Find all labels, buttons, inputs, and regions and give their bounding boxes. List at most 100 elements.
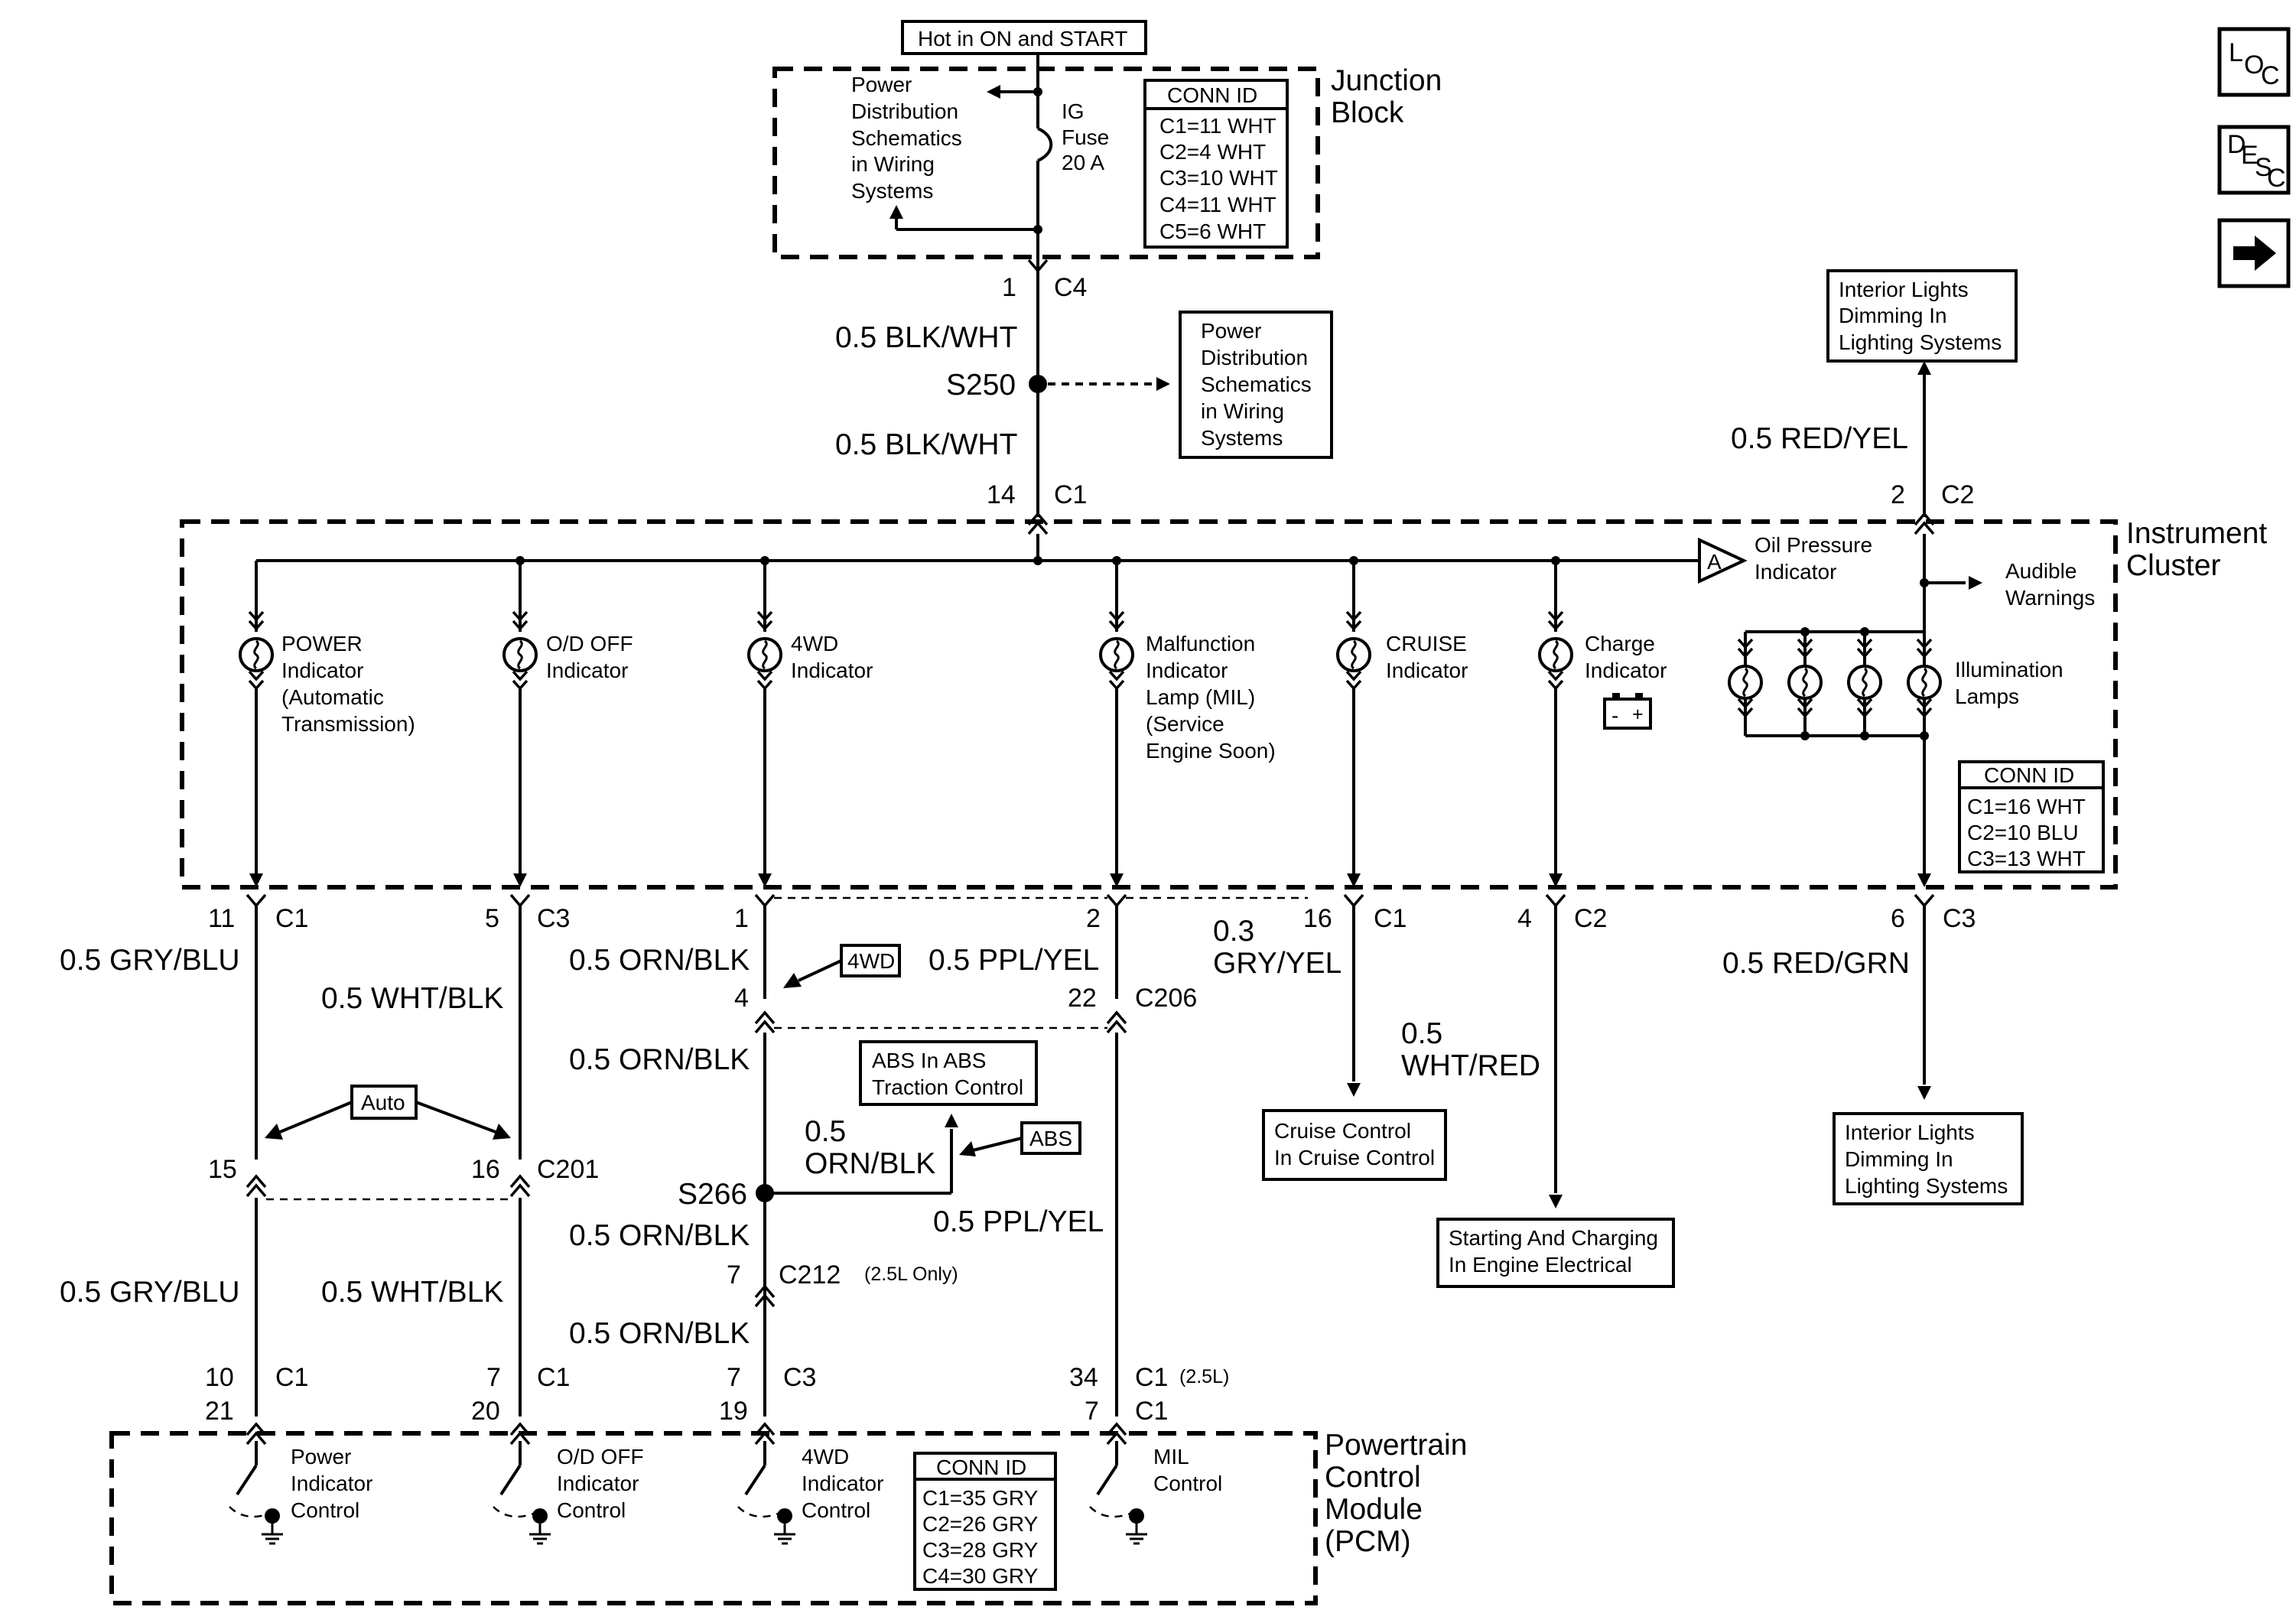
4wd-wire-2: 0.5 ORN/BLK (569, 1043, 750, 1076)
svg-text:C1: C1 (537, 1363, 570, 1392)
svg-text:7: 7 (727, 1363, 741, 1392)
svg-text:E: E (2241, 141, 2259, 170)
loc-label: L (2229, 38, 2243, 67)
4wd-lamp-icon (747, 637, 782, 672)
4wd-wire-4: 0.5 ORN/BLK (569, 1317, 750, 1350)
od-pin-top: 5 (485, 904, 499, 933)
svg-text:C3: C3 (783, 1363, 816, 1392)
desc-label: D (2227, 130, 2246, 159)
svg-text:(Automatic: (Automatic (281, 685, 384, 709)
svg-text:in Wiring: in Wiring (851, 152, 935, 176)
pcm-title: Powertrain (1325, 1429, 1467, 1462)
svg-text:Distribution: Distribution (1201, 346, 1308, 369)
starting-charging-ref (1436, 1218, 1675, 1288)
svg-text:Indicator: Indicator (1585, 659, 1667, 682)
charge-wire-1: 0.5 (1401, 1017, 1442, 1050)
svg-text:Lamp (MIL): Lamp (MIL) (1146, 685, 1255, 709)
svg-text:Dimming In: Dimming In (1845, 1147, 1953, 1171)
power-pin-mid: 15 (208, 1155, 237, 1184)
svg-text:C3=13 WHT: C3=13 WHT (1967, 847, 2086, 870)
svg-text:ORN/BLK: ORN/BLK (805, 1147, 935, 1180)
svg-text:Block: Block (1331, 96, 1404, 129)
svg-text:C1: C1 (275, 904, 308, 933)
c201-label: C201 (537, 1155, 599, 1184)
svg-text:A: A (1707, 550, 1722, 574)
svg-text:Distribution: Distribution (851, 99, 958, 123)
s266-label: S266 (678, 1178, 747, 1211)
cluster-conn-id-table (1958, 760, 2105, 873)
charge-lamp-icon (1538, 637, 1573, 672)
svg-text:Indicator: Indicator (1755, 560, 1836, 584)
svg-text:Indicator: Indicator (281, 659, 363, 682)
svg-text:Indicator: Indicator (791, 659, 873, 682)
4wd-control-label: 4WD (802, 1445, 849, 1469)
svg-text:Indicator: Indicator (557, 1472, 639, 1495)
instrument-cluster-boundary (180, 519, 2118, 890)
svg-text:C2: C2 (1574, 904, 1607, 933)
loc-button[interactable]: L O C (2217, 27, 2291, 97)
pcm-boundary (109, 1431, 1318, 1605)
cruise-wire-1: 0.3 (1213, 915, 1254, 948)
svg-text:C1: C1 (275, 1363, 308, 1392)
power-wire-bot: 0.5 GRY/BLU (60, 1276, 240, 1309)
desc-button[interactable]: D E S C (2217, 125, 2291, 195)
c1-label: C1 (1054, 480, 1087, 509)
4wd-wire-1: 0.5 ORN/BLK (569, 944, 750, 977)
svg-text:C4=11 WHT: C4=11 WHT (1159, 193, 1276, 216)
c4-pin: 1 (1002, 273, 1016, 302)
svg-text:Module: Module (1325, 1493, 1423, 1526)
svg-text:C2=4 WHT: C2=4 WHT (1159, 140, 1266, 164)
pcm-conn-id-table (913, 1452, 1057, 1591)
svg-text:C1=35 GRY: C1=35 GRY (922, 1486, 1039, 1510)
svg-text:WHT/RED: WHT/RED (1401, 1049, 1540, 1082)
jb-power-dist-ref: Power (851, 73, 912, 96)
svg-text:GRY/YEL: GRY/YEL (1213, 947, 1342, 980)
svg-text:4: 4 (734, 984, 749, 1013)
svg-text:(2.5L Only): (2.5L Only) (864, 1264, 958, 1285)
svg-text:Schematics: Schematics (851, 126, 962, 150)
svg-text:Interior Lights: Interior Lights (1839, 278, 1969, 301)
battery-icon: - + (1603, 693, 1652, 730)
svg-text:Control: Control (802, 1498, 870, 1522)
svg-text:C: C (2267, 164, 2286, 193)
od-control-switch (493, 1441, 552, 1545)
4wd-wire-3: 0.5 ORN/BLK (569, 1219, 750, 1252)
svg-text:(PCM): (PCM) (1325, 1525, 1411, 1558)
fuse-label: IG (1062, 99, 1085, 123)
power-indicator-label: POWER (281, 632, 363, 655)
oil-pressure-flag (1698, 537, 1748, 584)
illumination-lamp-icon (1787, 665, 1823, 700)
s250-label: S250 (946, 369, 1016, 402)
charge-indicator-label: Charge (1585, 632, 1655, 655)
cruise-control-ref (1262, 1109, 1447, 1181)
illum-wire: 0.5 RED/GRN (1722, 947, 1910, 980)
next-page-button[interactable] (2217, 218, 2291, 288)
svg-text:Control: Control (1153, 1472, 1222, 1495)
svg-text:S: S (2255, 153, 2272, 182)
power-pin-top: 11 (208, 904, 235, 933)
illum-pin: 6 (1891, 904, 1905, 933)
mil-lamp-icon (1099, 637, 1134, 672)
svg-text:C: C (2261, 61, 2280, 90)
svg-text:Dimming In: Dimming In (1839, 304, 1947, 327)
svg-text:Starting And Charging: Starting And Charging (1449, 1226, 1658, 1250)
cruise-pin: 16 (1303, 904, 1332, 933)
svg-text:+: + (1632, 704, 1644, 725)
od-wire-bot: 0.5 WHT/BLK (321, 1276, 503, 1309)
svg-text:22: 22 (1068, 984, 1097, 1013)
svg-text:Power: Power (1201, 319, 1261, 343)
svg-text:20: 20 (471, 1397, 500, 1426)
cruise-lamp-icon (1336, 637, 1371, 672)
4wd-control-switch (737, 1441, 797, 1545)
svg-text:Cluster: Cluster (2126, 549, 2221, 582)
svg-text:Warnings: Warnings (2005, 586, 2095, 610)
svg-text:21: 21 (205, 1397, 234, 1426)
svg-text:Cruise Control: Cruise Control (1274, 1119, 1411, 1143)
svg-text:CONN ID: CONN ID (1984, 763, 2074, 787)
mil-pin-top: 2 (1086, 904, 1101, 933)
audible-warnings-label: Audible (2005, 559, 2076, 583)
svg-text:Traction Control: Traction Control (872, 1075, 1023, 1099)
svg-text:In Engine Electrical: In Engine Electrical (1449, 1253, 1632, 1277)
svg-text:ABS In ABS: ABS In ABS (872, 1049, 986, 1072)
dimming-top-conn: C2 (1941, 480, 1974, 509)
